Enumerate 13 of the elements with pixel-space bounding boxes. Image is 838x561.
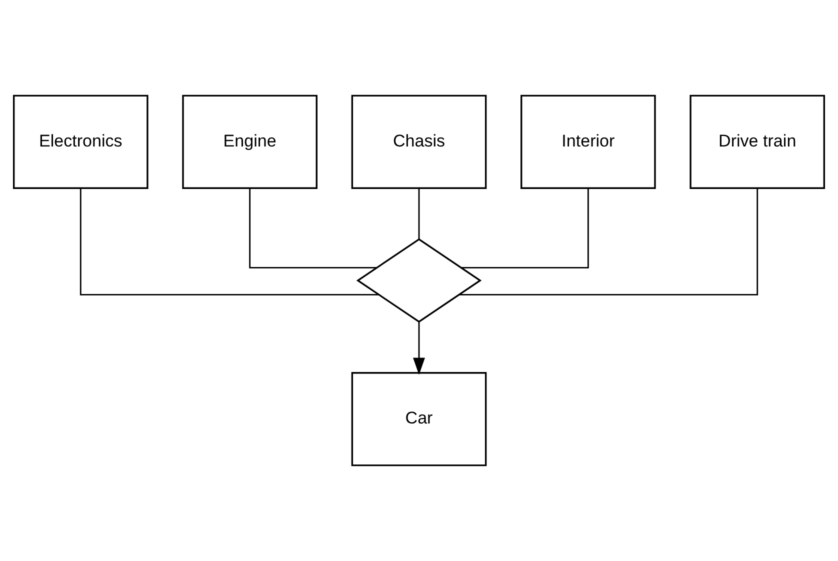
node-box: Drive train [690, 94, 826, 189]
connector [459, 188, 758, 296]
node-box: Chasis [351, 94, 487, 189]
connector [418, 188, 420, 239]
node-diamond [356, 238, 482, 323]
connector [461, 188, 589, 268]
node-box: Electronics [12, 94, 148, 189]
node-box: Car [351, 372, 487, 466]
arrow [413, 322, 425, 375]
connector [249, 188, 377, 268]
connector [80, 188, 379, 296]
node-box: Interior [520, 94, 656, 189]
node-box: Engine [182, 94, 318, 189]
